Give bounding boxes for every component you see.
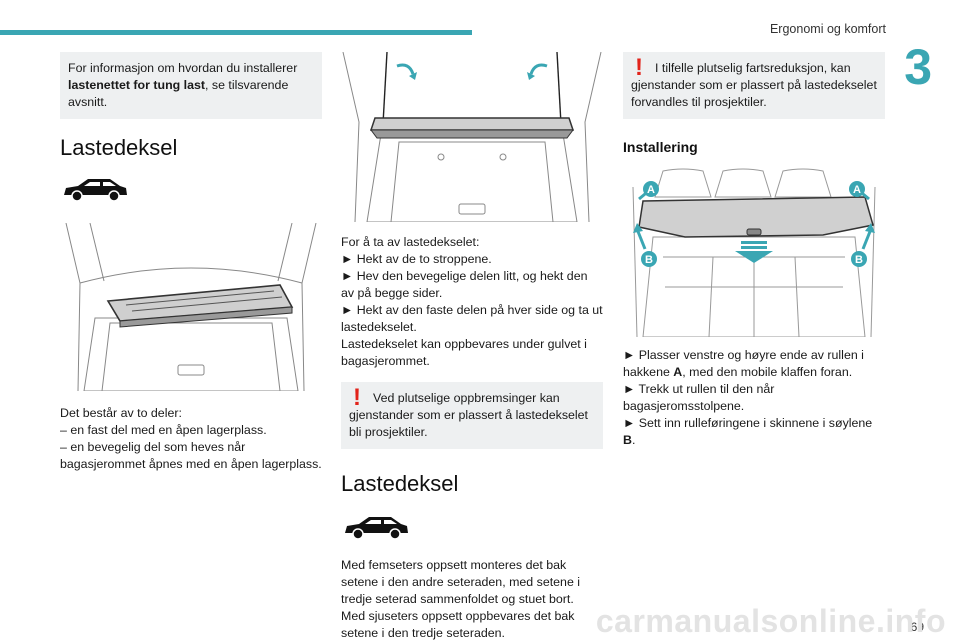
info-box: For informasjon om hvordan du installere… [60, 52, 322, 119]
column-1: For informasjon om hvordan du installere… [60, 52, 322, 473]
paragraph: Lastedekselet kan oppbevares under gulve… [341, 337, 587, 368]
subsection-heading: Installering [623, 139, 698, 155]
label-b-left: B [645, 254, 653, 266]
paragraph: Med femseters oppsett monteres det bak s… [341, 558, 581, 606]
paragraph: – en bevegelig del som heves når bagasje… [60, 440, 322, 471]
trunk-cover-illustration [60, 223, 322, 391]
step: ► Plasser venstre og høyre ende av rulle… [623, 348, 864, 379]
warning-text: I tilfelle plutselig fartsreduksjon, kan… [631, 61, 877, 109]
header-accent-bar [0, 30, 472, 35]
car-suv-icon [345, 517, 408, 540]
info-text-end: , se tilsvarende avsnitt. [68, 78, 289, 109]
body-text: Det består av to deler: – en fast del me… [60, 405, 322, 473]
watermark: carmanualsonline.info [595, 603, 946, 639]
label-a-right: A [853, 184, 861, 196]
step: ► Hev den bevegelige delen litt, og hekt… [341, 269, 588, 300]
label-b-right: B [855, 254, 863, 266]
info-text: For informasjon om hvordan du installere… [68, 61, 298, 75]
warning-icon: ! [635, 54, 643, 81]
step: ► Sett inn rulleføringene i skinnene i s… [623, 416, 873, 447]
cover-removal-illustration [341, 52, 603, 222]
installation-steps: ► Plasser venstre og høyre ende av rulle… [623, 347, 885, 449]
warning-box: ! Ved plutselige oppbremsinger kan gjens… [341, 382, 603, 449]
column-3: ! I tilfelle plutselig fartsreduksjon, k… [623, 52, 885, 449]
info-bold: lastenettet for tung last [68, 78, 205, 92]
step: ► Hekt av den faste delen på hver side o… [341, 303, 603, 334]
warning-icon: ! [353, 384, 361, 411]
section-title: Ergonomi og komfort [769, 22, 886, 36]
section-heading: Lastedeksel [60, 135, 178, 160]
section-heading: Lastedeksel [341, 471, 459, 496]
paragraph: For å ta av lastedekselet: [341, 235, 480, 249]
column-2: For å ta av lastedekselet: ► Hekt av de … [341, 52, 603, 640]
paragraph: Med sjuseters oppsett oppbevares det bak… [341, 609, 575, 640]
paragraph: – en fast del med en åpen lagerplass. [60, 423, 267, 437]
page-number: 69 [910, 620, 924, 634]
label-a-left: A [647, 184, 655, 196]
car-suv-icon [64, 179, 127, 202]
body-text: Med femseters oppsett monteres det bak s… [341, 557, 603, 640]
warning-text: Ved plutselige oppbremsinger kan gjensta… [349, 391, 588, 439]
step: ► Hekt av de to stroppene. [341, 252, 492, 266]
warning-box: ! I tilfelle plutselig fartsreduksjon, k… [623, 52, 885, 119]
removal-steps: For å ta av lastedekselet: ► Hekt av de … [341, 234, 603, 370]
installation-illustration: A A B B [623, 167, 885, 337]
chapter-number: 3 [904, 39, 932, 95]
step: ► Trekk ut rullen til den når bagasjerom… [623, 382, 775, 413]
paragraph: Det består av to deler: [60, 406, 182, 420]
